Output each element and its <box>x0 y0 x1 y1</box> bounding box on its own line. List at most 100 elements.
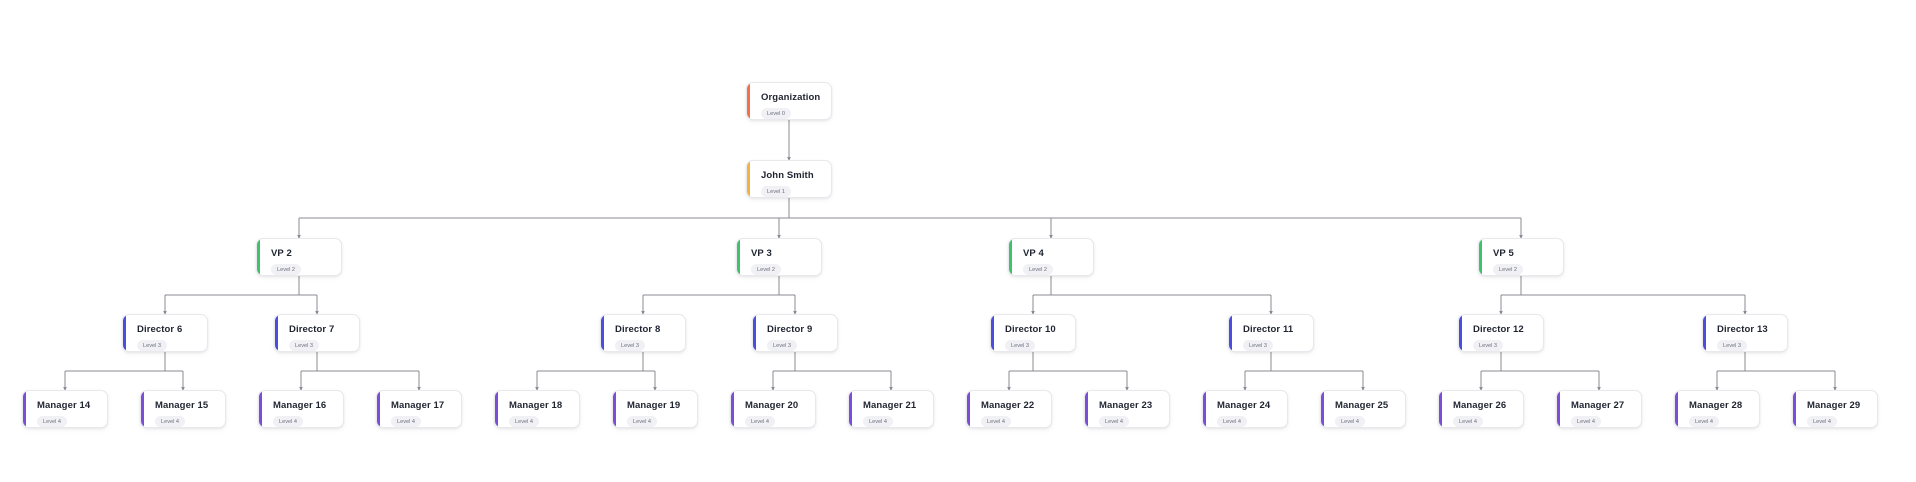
node-level-badge: Level 4 <box>627 416 658 427</box>
node-level-badge: Level 4 <box>745 416 776 427</box>
org-node-manager-17[interactable]: Manager 17 Level 4 <box>376 390 462 428</box>
node-accent-bar <box>1557 391 1560 427</box>
node-level-badge: Level 4 <box>1807 416 1838 427</box>
node-accent-bar <box>275 315 278 351</box>
node-level-badge: Level 0 <box>761 108 792 119</box>
node-title: Manager 16 <box>273 400 327 411</box>
node-title: Director 11 <box>1243 324 1294 335</box>
node-accent-bar <box>259 391 262 427</box>
node-level-badge: Level 2 <box>751 264 782 275</box>
node-title: Manager 29 <box>1807 400 1861 411</box>
node-level-badge: Level 4 <box>391 416 422 427</box>
node-accent-bar <box>1203 391 1206 427</box>
node-level-badge: Level 4 <box>1689 416 1720 427</box>
node-accent-bar <box>1479 239 1482 275</box>
org-node-vp-2[interactable]: VP 2 Level 2 <box>256 238 342 276</box>
node-level-badge: Level 4 <box>509 416 540 427</box>
node-accent-bar <box>849 391 852 427</box>
org-node-director-8[interactable]: Director 8 Level 3 <box>600 314 686 352</box>
node-accent-bar <box>123 315 126 351</box>
node-level-badge: Level 4 <box>155 416 186 427</box>
node-title: Director 9 <box>767 324 813 335</box>
node-title: Manager 27 <box>1571 400 1625 411</box>
org-node-manager-21[interactable]: Manager 21 Level 4 <box>848 390 934 428</box>
org-node-director-13[interactable]: Director 13 Level 3 <box>1702 314 1788 352</box>
node-accent-bar <box>1229 315 1232 351</box>
node-level-badge: Level 3 <box>1717 340 1748 351</box>
node-accent-bar <box>23 391 26 427</box>
node-title: Manager 24 <box>1217 400 1271 411</box>
node-accent-bar <box>737 239 740 275</box>
node-title: Director 6 <box>137 324 183 335</box>
node-title: VP 5 <box>1493 248 1514 259</box>
node-title: John Smith <box>761 170 814 181</box>
node-accent-bar <box>1439 391 1442 427</box>
node-title: VP 2 <box>271 248 292 259</box>
node-accent-bar <box>1675 391 1678 427</box>
node-level-badge: Level 2 <box>271 264 302 275</box>
node-title: Director 8 <box>615 324 661 335</box>
node-title: Manager 23 <box>1099 400 1153 411</box>
node-level-badge: Level 4 <box>1453 416 1484 427</box>
node-accent-bar <box>753 315 756 351</box>
node-level-badge: Level 3 <box>1005 340 1036 351</box>
node-accent-bar <box>1009 239 1012 275</box>
node-accent-bar <box>747 161 750 197</box>
node-level-badge: Level 4 <box>863 416 894 427</box>
org-node-manager-24[interactable]: Manager 24 Level 4 <box>1202 390 1288 428</box>
node-accent-bar <box>1459 315 1462 351</box>
node-title: Manager 25 <box>1335 400 1389 411</box>
node-accent-bar <box>495 391 498 427</box>
node-title: Director 10 <box>1005 324 1056 335</box>
node-title: VP 4 <box>1023 248 1044 259</box>
node-title: Manager 17 <box>391 400 445 411</box>
node-title: Director 13 <box>1717 324 1768 335</box>
node-accent-bar <box>141 391 144 427</box>
node-level-badge: Level 1 <box>761 186 792 197</box>
node-accent-bar <box>601 315 604 351</box>
node-level-badge: Level 3 <box>615 340 646 351</box>
node-accent-bar <box>731 391 734 427</box>
org-node-manager-19[interactable]: Manager 19 Level 4 <box>612 390 698 428</box>
node-title: Manager 15 <box>155 400 209 411</box>
org-node-manager-15[interactable]: Manager 15 Level 4 <box>140 390 226 428</box>
org-node-director-10[interactable]: Director 10 Level 3 <box>990 314 1076 352</box>
org-node-manager-23[interactable]: Manager 23 Level 4 <box>1084 390 1170 428</box>
org-node-vp-5[interactable]: VP 5 Level 2 <box>1478 238 1564 276</box>
node-level-badge: Level 2 <box>1493 264 1524 275</box>
node-title: Organization <box>761 92 821 103</box>
node-level-badge: Level 4 <box>1099 416 1130 427</box>
node-level-badge: Level 3 <box>767 340 798 351</box>
node-accent-bar <box>967 391 970 427</box>
org-node-manager-29[interactable]: Manager 29 Level 4 <box>1792 390 1878 428</box>
node-title: Manager 21 <box>863 400 917 411</box>
node-level-badge: Level 3 <box>289 340 320 351</box>
node-level-badge: Level 4 <box>1335 416 1366 427</box>
org-node-director-11[interactable]: Director 11 Level 3 <box>1228 314 1314 352</box>
org-node-director-9[interactable]: Director 9 Level 3 <box>752 314 838 352</box>
node-accent-bar <box>1321 391 1324 427</box>
node-title: Director 12 <box>1473 324 1524 335</box>
org-node-manager-25[interactable]: Manager 25 Level 4 <box>1320 390 1406 428</box>
node-level-badge: Level 3 <box>1243 340 1274 351</box>
node-accent-bar <box>1085 391 1088 427</box>
node-level-badge: Level 4 <box>1217 416 1248 427</box>
node-accent-bar <box>377 391 380 427</box>
node-title: Manager 19 <box>627 400 681 411</box>
